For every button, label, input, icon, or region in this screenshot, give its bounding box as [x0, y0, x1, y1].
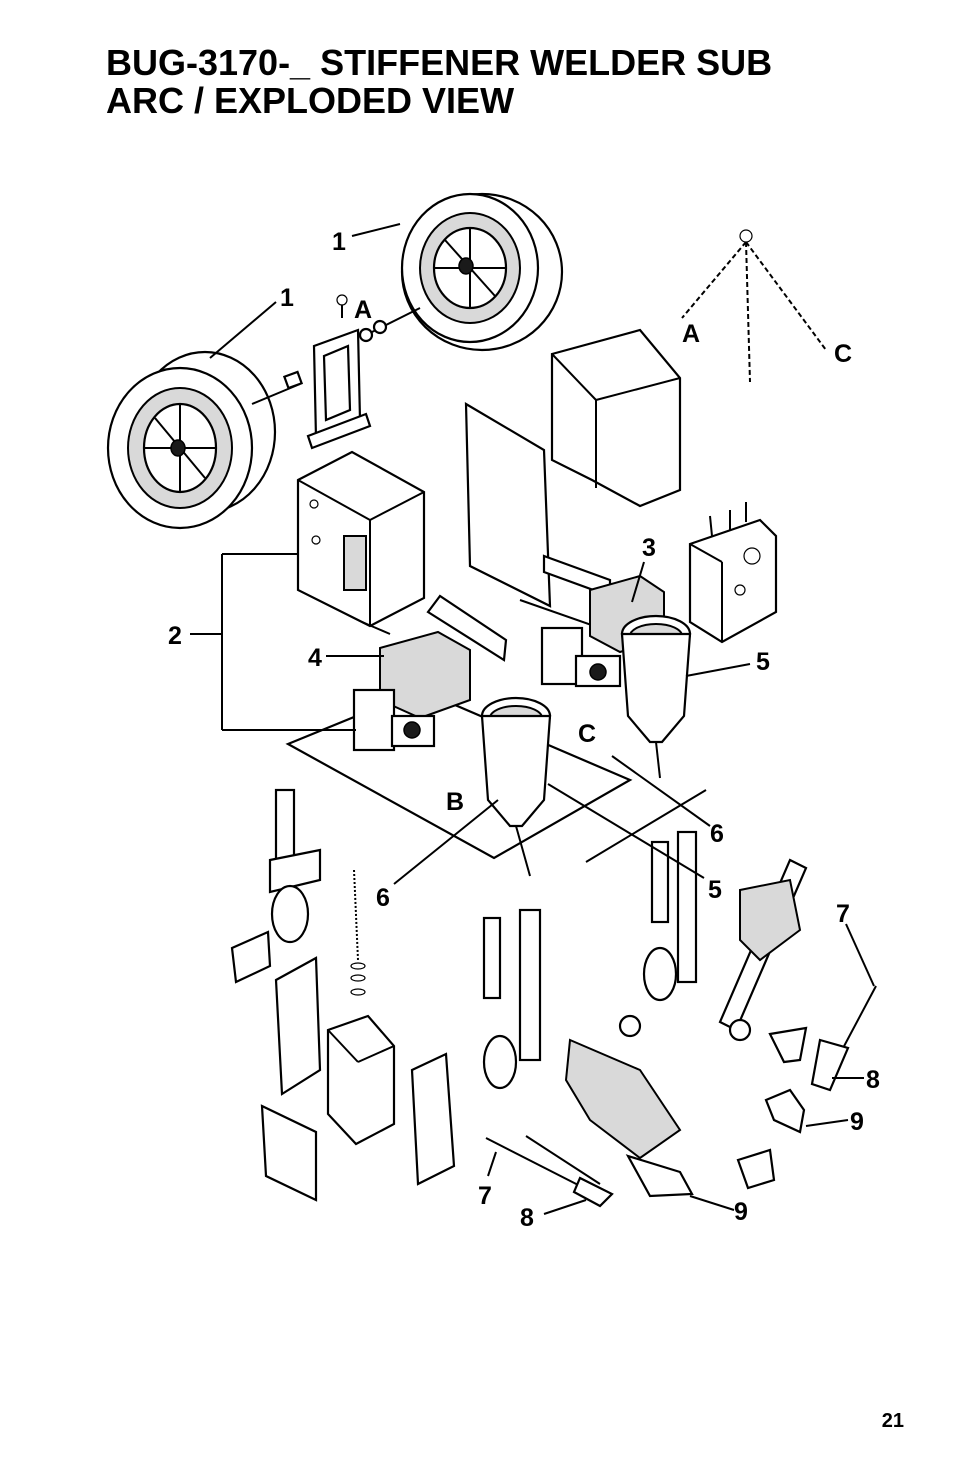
callout-9-lower: 9	[734, 1198, 748, 1226]
callout-7-right: 7	[836, 900, 850, 928]
callout-labels: 1 1 A A C C B 2 3 4 5 5 6 6 7 7 8 8 9 9	[168, 228, 880, 1232]
torch-right	[810, 985, 877, 1092]
callout-1-upper: 1	[332, 228, 346, 256]
callout-4: 4	[308, 644, 322, 672]
wire-spool-left	[106, 350, 277, 530]
callout-6-left: 6	[376, 884, 390, 912]
control-unit-left	[296, 450, 426, 635]
drive-assembly-left	[352, 630, 471, 752]
threaded-rod	[350, 869, 366, 996]
transformer-box	[326, 1014, 396, 1146]
callout-7-lower: 7	[478, 1182, 492, 1210]
angle-brackets	[230, 594, 508, 984]
callout-2: 2	[168, 622, 182, 650]
callout-C-plate: C	[578, 720, 596, 748]
lifting-chain	[681, 229, 827, 383]
torch-arm-assembly	[718, 858, 808, 1042]
callout-8-lower: 8	[520, 1204, 534, 1232]
callout-C-chain: C	[834, 340, 852, 368]
pendant-control	[688, 502, 778, 644]
flux-hopper-right	[620, 614, 692, 779]
callout-1-left: 1	[280, 284, 294, 312]
nozzles	[625, 1026, 808, 1198]
callout-A-chain: A	[682, 320, 700, 348]
callout-A-upper: A	[354, 296, 372, 324]
callout-5-lower: 5	[708, 876, 722, 904]
page-number: 21	[881, 1410, 904, 1432]
caster-center	[482, 908, 542, 1090]
callout-6-right: 6	[710, 820, 724, 848]
carriage-assembly	[564, 1014, 682, 1160]
callout-8-right: 8	[866, 1066, 880, 1094]
wire-spool-upper	[400, 192, 564, 352]
mounting-plate	[464, 402, 641, 643]
leader-lines	[190, 223, 875, 1215]
title-line-2: ARC / EXPLODED VIEW	[106, 80, 515, 121]
flux-hopper-left	[480, 696, 552, 877]
caster-left	[268, 788, 322, 944]
callout-B: B	[446, 788, 464, 816]
callout-5-upper: 5	[756, 648, 770, 676]
spool-bracket	[306, 328, 372, 450]
side-rails	[260, 956, 456, 1202]
spool-spindles	[251, 294, 421, 405]
control-box-upper	[550, 328, 682, 508]
callout-3: 3	[642, 534, 656, 562]
torch-lower	[485, 1135, 614, 1208]
callout-9-right: 9	[850, 1108, 864, 1136]
title-line-1: BUG-3170-_ STIFFENER WELDER SUB	[106, 42, 773, 83]
page-title: BUG-3170-_ STIFFENER WELDER SUB ARC / EX…	[106, 44, 772, 120]
caster-right	[585, 789, 707, 1002]
base-plate	[285, 688, 633, 860]
